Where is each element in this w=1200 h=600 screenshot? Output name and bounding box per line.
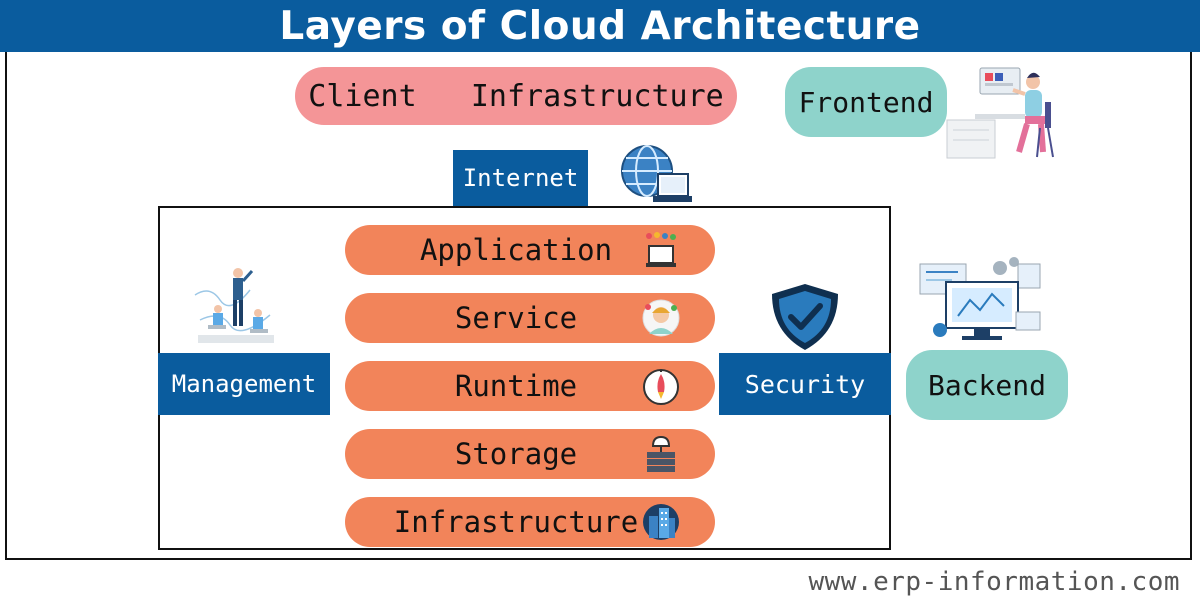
application-icon: [646, 232, 676, 267]
layer-service: Service: [345, 293, 715, 343]
layer-runtime: Runtime: [345, 361, 715, 411]
layer-application: Application: [345, 225, 715, 275]
layer-infrastructure: Infrastructure: [345, 497, 715, 547]
layer-label: Infrastructure: [393, 505, 639, 539]
layer-label: Application: [419, 233, 613, 267]
globe-laptop-icon: [621, 145, 692, 202]
layer-label: Storage: [454, 437, 578, 471]
website-footer: www.erp-information.com: [808, 567, 1180, 597]
infrastructure-icon: [643, 504, 679, 540]
diagram-frame: [5, 52, 1192, 560]
service-icon: [642, 299, 680, 337]
security-label-box: Security: [719, 353, 891, 415]
frontend-pill: Frontend: [785, 67, 947, 137]
page-title: Layers of Cloud Architecture: [279, 3, 921, 49]
layer-storage: Storage: [345, 429, 715, 479]
layer-label: Runtime: [454, 369, 578, 403]
runtime-icon: [643, 369, 679, 405]
backend-dashboard-icon: [919, 257, 1041, 340]
management-team-icon: [194, 268, 274, 343]
management-label-box: Management: [158, 353, 330, 415]
internet-label-box: Internet: [453, 150, 588, 206]
layer-label: Service: [454, 301, 578, 335]
backend-pill: Backend: [906, 350, 1068, 420]
frontend-developer-icon: [946, 67, 1054, 159]
storage-icon: [647, 435, 675, 472]
security-shield-icon: [772, 284, 838, 350]
title-bar: Layers of Cloud Architecture: [0, 0, 1200, 52]
client-infrastructure-pill: Client Infrastructure: [295, 67, 737, 125]
